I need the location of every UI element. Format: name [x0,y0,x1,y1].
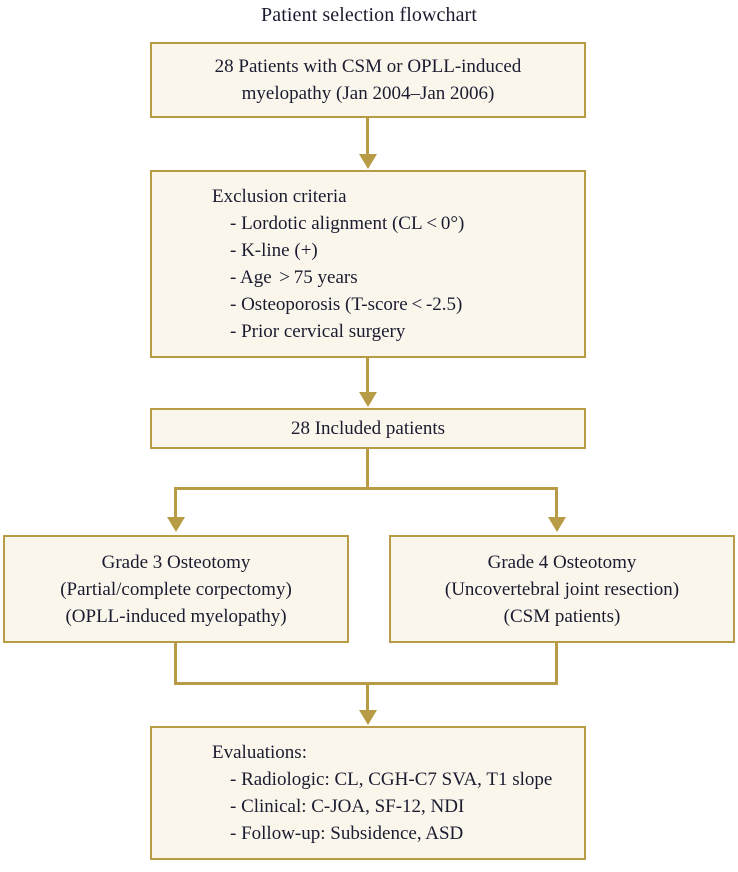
connector-cohort-to-exclusion [366,118,369,156]
connector-included-stem [366,449,369,489]
exclusion-item-4: - Osteoporosis (T-score < -2.5) [230,294,463,315]
page-title: Patient selection flowchart [261,4,477,26]
arrowhead-to-grade-3 [167,517,185,532]
arrowhead-to-grade-4 [548,517,566,532]
evaluations-box: Evaluations: - Radiologic: CL, CGH-C7 SV… [150,726,586,860]
connector-merge-stem [366,682,369,712]
grade-4-line-3: (CSM patients) [503,605,621,627]
grade-3-osteotomy-box: Grade 3 Osteotomy (Partial/complete corp… [3,535,349,643]
connector-split-bar [174,487,558,490]
connector-split-right-drop [555,487,558,519]
exclusion-heading: Exclusion criteria [212,186,347,207]
connector-exclusion-to-included [366,358,369,394]
cohort-line-2: myelopathy (Jan 2004–Jan 2006) [241,83,495,104]
cohort-line-1: 28 Patients with CSM or OPLL-induced [214,56,522,77]
arrowhead-to-evaluations [359,710,377,725]
grade-3-line-3: (OPLL-induced myelopathy) [65,605,287,627]
arrowhead-exclusion-to-included [359,392,377,407]
evaluations-item-1: - Radiologic: CL, CGH-C7 SVA, T1 slope [230,769,553,790]
exclusion-item-3: - Age > 75 years [230,267,358,288]
exclusion-item-2: - K-line (+) [230,240,318,261]
evaluations-item-2: - Clinical: C-JOA, SF-12, NDI [230,796,465,817]
grade-4-line-2: (Uncovertebral joint resection) [444,578,680,600]
evaluations-heading: Evaluations: [212,742,307,763]
connector-merge-right-riser [555,643,558,685]
grade-3-line-2: (Partial/complete corpectomy) [60,578,292,600]
exclusion-item-5: - Prior cervical surgery [230,321,406,342]
cohort-box: 28 Patients with CSM or OPLL-induced mye… [150,42,586,118]
exclusion-item-1: - Lordotic alignment (CL < 0°) [230,213,465,234]
grade-4-line-1: Grade 4 Osteotomy [487,551,637,573]
grade-3-line-1: Grade 3 Osteotomy [101,551,251,573]
connector-merge-left-riser [174,643,177,685]
included-line-1: 28 Included patients [290,418,446,439]
exclusion-criteria-box: Exclusion criteria - Lordotic alignment … [150,170,586,358]
connector-split-left-drop [174,487,177,519]
grade-4-osteotomy-box: Grade 4 Osteotomy (Uncovertebral joint r… [389,535,735,643]
evaluations-item-3: - Follow-up: Subsidence, ASD [230,823,464,844]
included-patients-box: 28 Included patients [150,408,586,449]
arrowhead-cohort-to-exclusion [359,154,377,169]
